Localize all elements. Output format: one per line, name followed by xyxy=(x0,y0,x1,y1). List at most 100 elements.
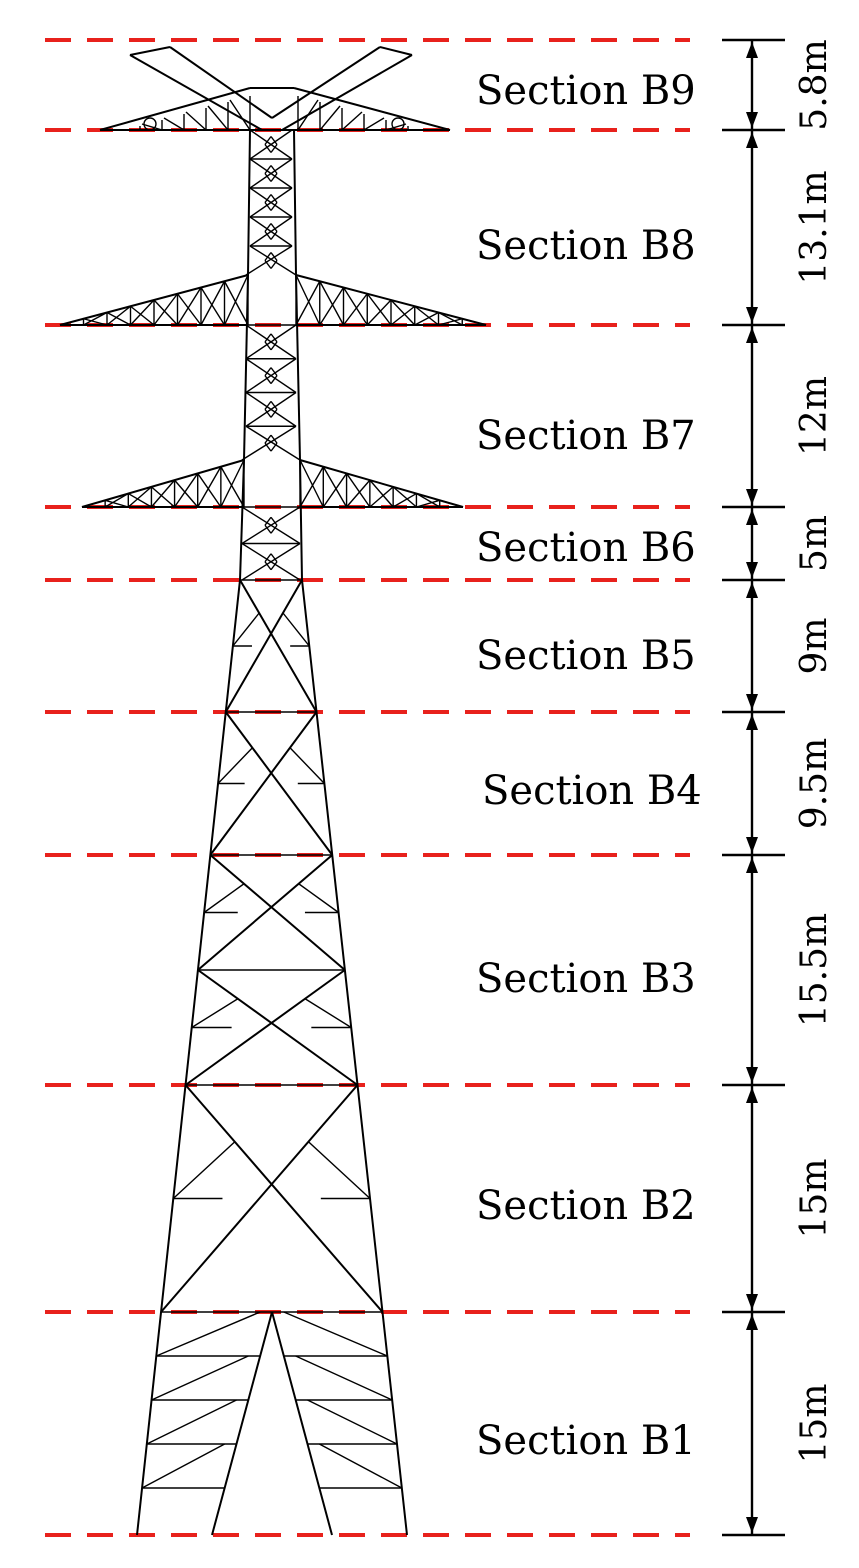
tower-member xyxy=(176,287,202,326)
tower-member xyxy=(270,516,278,526)
tower-member xyxy=(264,400,272,410)
tower-member xyxy=(299,466,324,508)
tower-member xyxy=(390,305,416,326)
tower-member xyxy=(127,486,152,508)
tower-member xyxy=(462,318,487,326)
tower-member xyxy=(289,747,325,784)
tower-member xyxy=(270,231,278,240)
tower-member xyxy=(322,473,348,508)
tower-member xyxy=(209,854,346,971)
height-label-b8: 13.1m xyxy=(794,170,835,284)
tower-member xyxy=(153,293,179,326)
tower-member xyxy=(270,260,278,269)
height-label-b2: 15m xyxy=(794,1159,835,1239)
arrow-down-icon xyxy=(746,307,758,323)
section-labels: Section B9 Section B8 Section B7 Section… xyxy=(476,68,702,1464)
tower-member xyxy=(174,479,199,508)
tower-member xyxy=(298,883,339,914)
tower-member xyxy=(299,459,324,508)
tower-member xyxy=(270,194,278,203)
tower-member xyxy=(264,165,272,174)
tower-member xyxy=(264,442,272,452)
tower-member xyxy=(264,434,272,444)
tower-member xyxy=(141,1443,225,1489)
tower-member xyxy=(270,165,278,174)
tower-member xyxy=(264,561,272,571)
tower-member xyxy=(104,492,129,508)
tower-member xyxy=(81,459,245,508)
tower-member xyxy=(270,202,278,211)
tower-member xyxy=(264,408,272,418)
tower-member xyxy=(390,299,416,326)
tower-member xyxy=(146,1399,237,1445)
tower-member xyxy=(319,105,341,131)
arrow-down-icon xyxy=(746,1067,758,1083)
tower-member xyxy=(249,158,293,189)
arrow-down-icon xyxy=(746,112,758,128)
tower-member xyxy=(299,459,464,508)
tower-member xyxy=(319,280,345,326)
tower-member xyxy=(392,486,417,508)
tower-member xyxy=(169,46,273,119)
tower-member xyxy=(270,408,278,418)
tower-member xyxy=(245,324,297,360)
tower-member xyxy=(245,245,293,276)
tower-member xyxy=(245,358,297,394)
arrow-down-icon xyxy=(746,837,758,853)
tower-member xyxy=(271,46,381,119)
tower-member xyxy=(249,216,293,247)
tower-member xyxy=(345,473,371,508)
insulator-joint xyxy=(143,117,157,131)
arrow-down-icon xyxy=(746,489,758,505)
tower-member xyxy=(153,299,179,326)
tower-member xyxy=(249,187,293,218)
tower-member xyxy=(220,459,245,508)
tower-member xyxy=(127,492,152,508)
tower-member xyxy=(346,479,371,508)
section-label-b3: Section B3 xyxy=(476,956,696,1002)
tower-member xyxy=(151,1355,249,1401)
tower-member xyxy=(229,99,251,131)
tower-member xyxy=(207,105,229,131)
tower-member xyxy=(141,123,163,131)
height-label-b1: 15m xyxy=(794,1384,835,1464)
tower-member xyxy=(106,311,131,326)
tower-member xyxy=(130,305,155,326)
tower-member xyxy=(270,553,278,563)
tower-member xyxy=(264,252,272,261)
tower-member xyxy=(241,506,301,545)
tower-member xyxy=(249,245,297,276)
tower-member xyxy=(184,969,346,1086)
tower-member xyxy=(270,136,278,145)
arrow-up-icon xyxy=(746,327,758,343)
tower-member xyxy=(438,318,463,326)
arrow-down-icon xyxy=(746,562,758,578)
tower-member xyxy=(270,442,278,452)
tower-member xyxy=(264,524,272,534)
tower-member xyxy=(385,123,407,131)
tower-member xyxy=(304,998,352,1029)
tower-member xyxy=(270,341,278,351)
tower-member xyxy=(129,54,263,131)
tower-member xyxy=(224,711,334,856)
tower-member xyxy=(264,194,272,203)
tower-member xyxy=(270,144,278,153)
tower-member xyxy=(392,492,417,508)
tower-member xyxy=(438,311,463,326)
tower-member xyxy=(104,499,129,508)
tower-member xyxy=(342,293,368,326)
tower-member xyxy=(416,499,440,508)
height-label-b3: 15.5m xyxy=(794,913,835,1027)
arrow-down-icon xyxy=(746,1294,758,1310)
tower-member xyxy=(249,129,293,160)
arrow-up-icon xyxy=(746,714,758,730)
arrow-up-icon xyxy=(746,42,758,58)
arrow-up-icon xyxy=(746,132,758,148)
tower-member xyxy=(366,299,392,326)
tower-member xyxy=(264,231,272,240)
tower-member xyxy=(223,274,249,326)
tower-member xyxy=(439,499,464,508)
tower-member xyxy=(264,367,272,377)
tower-member xyxy=(99,87,251,131)
